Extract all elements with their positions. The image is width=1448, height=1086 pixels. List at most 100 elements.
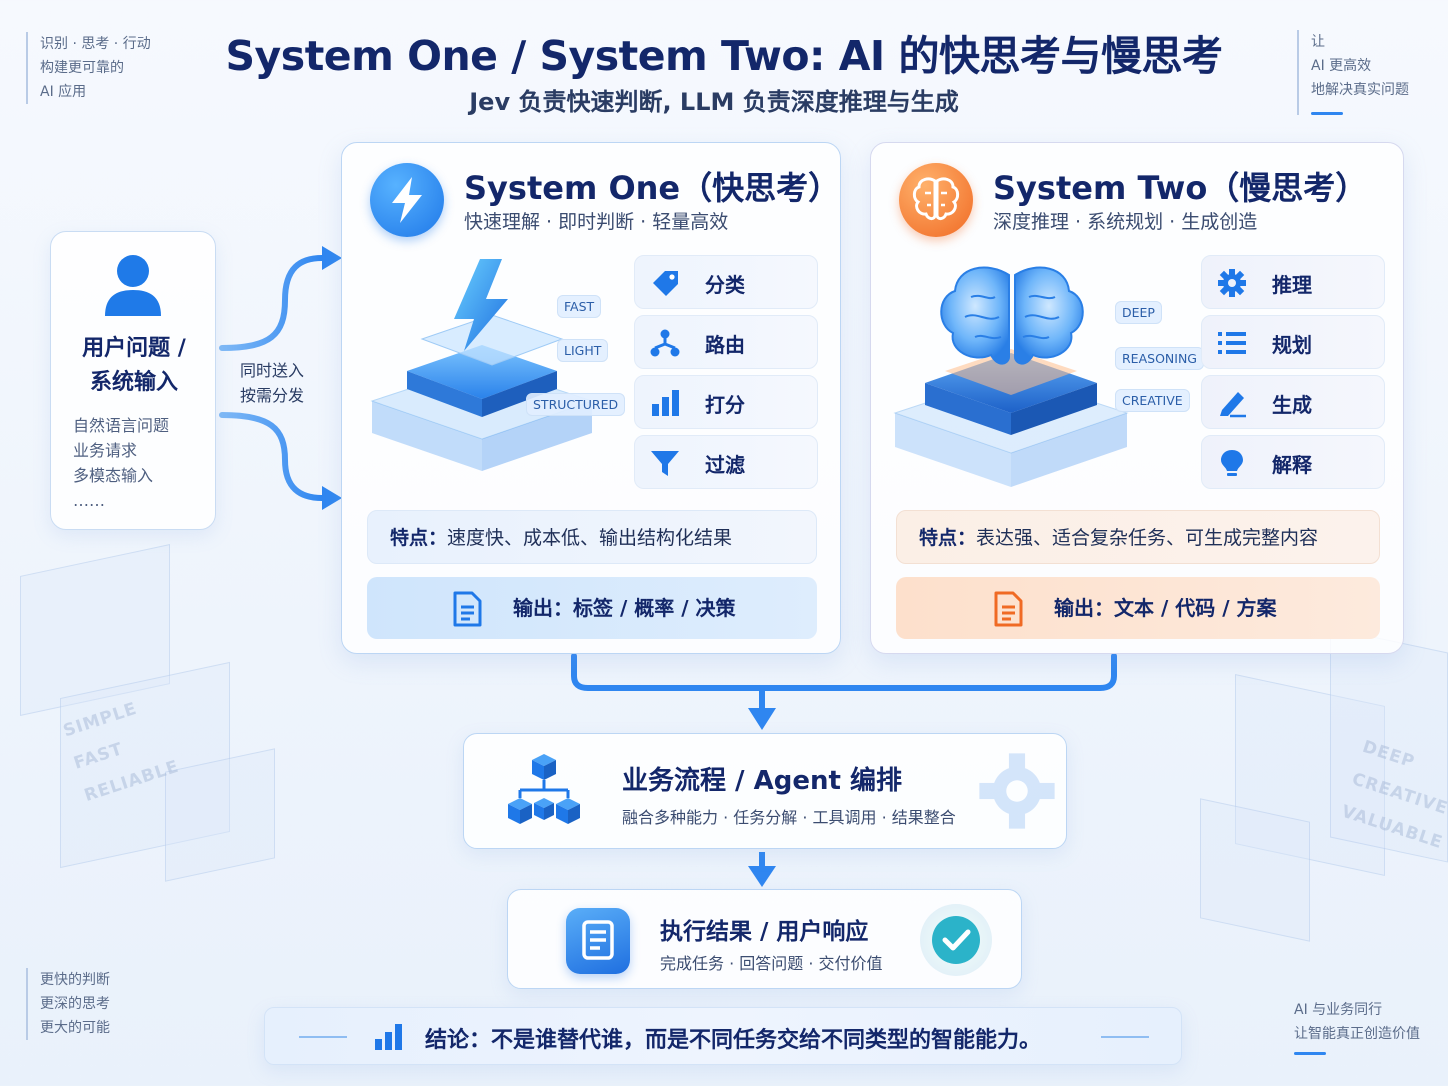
system-two-title: System Two（慢思考） [993, 169, 1368, 207]
divider [1101, 1036, 1149, 1038]
function-label: 打分 [705, 393, 745, 417]
tag-light: LIGHT [557, 339, 609, 362]
corner-note-line: AI 应用 [40, 84, 87, 100]
tag-icon [653, 271, 678, 296]
orchestration-card: 业务流程 / Agent 编排 融合多种能力 · 任务分解 · 工具调用 · 结… [463, 733, 1067, 849]
lightbulb-icon [1221, 450, 1243, 476]
function-label: 生成 [1272, 393, 1312, 417]
conclusion-text: 结论：不是谁替代谁，而是不同任务交给不同类型的智能能力。 [425, 1028, 1042, 1053]
system-one-output: 输出：标签 / 概率 / 决策 [367, 577, 817, 639]
tag-fast: FAST [557, 295, 602, 318]
corner-note-line: 让 [1311, 34, 1325, 50]
function-label: 规划 [1272, 333, 1312, 357]
document-icon [453, 591, 482, 627]
gear-icon [1218, 269, 1246, 297]
page-title: System One / System Two: AI 的快思考与慢思考 [225, 32, 1223, 80]
system-one-function-list: 分类 路由 打分 过滤 [634, 255, 818, 495]
feature-text: 速度快、成本低、输出结构化结果 [447, 527, 733, 549]
function-label: 路由 [705, 333, 745, 357]
feature-label: 特点： [919, 527, 977, 549]
gear-icon [979, 753, 1055, 829]
route-icon [650, 329, 680, 357]
result-title: 执行结果 / 用户响应 [660, 919, 869, 945]
result-card: 执行结果 / 用户响应 完成任务 · 回答问题 · 交付价值 [507, 889, 1022, 989]
corner-note-line: 地解决真实问题 [1311, 82, 1409, 98]
function-reasoning: 推理 [1201, 255, 1385, 309]
system-one-subtitle: 快速理解 · 即时判断 · 轻量高效 [464, 211, 729, 233]
function-planning: 规划 [1201, 315, 1385, 369]
corner-note-line: 让智能真正创造价值 [1294, 1026, 1420, 1042]
corner-note-line: 识别 · 思考 · 行动 [40, 36, 151, 52]
check-badge [920, 904, 992, 976]
filter-icon [651, 451, 679, 476]
system-one-panel: System One（快思考） 快速理解 · 即时判断 · 轻量高效 FAST … [341, 142, 841, 654]
dispatch-label-line: 同时送入 [240, 361, 305, 380]
accent-underline [1294, 1052, 1326, 1055]
conclusion-banner: 结论：不是谁替代谁，而是不同任务交给不同类型的智能能力。 [264, 1007, 1182, 1065]
system-one-badge [370, 163, 444, 237]
corner-note-bottom-left: 更快的判断 更深的思考 更大的可能 [26, 968, 110, 1040]
function-label: 推理 [1272, 273, 1312, 297]
user-input-title: 用户问题 / 系统输入 [51, 332, 217, 400]
function-route: 路由 [634, 315, 818, 369]
user-input-list: 自然语言问题 业务请求 多模态输入 …… [73, 413, 169, 513]
system-two-badge [899, 163, 973, 237]
divider [299, 1036, 347, 1038]
arrow-to-system-two [219, 412, 325, 501]
result-document-badge [566, 908, 630, 974]
function-generation: 生成 [1201, 375, 1385, 429]
feature-label: 特点： [390, 527, 448, 549]
orchestration-title: 业务流程 / Agent 编排 [622, 766, 902, 796]
system-one-features: 特点：速度快、成本低、输出结构化结果 [367, 510, 817, 564]
function-label: 过滤 [705, 453, 745, 477]
corner-note-line: 更快的判断 [40, 972, 110, 988]
user-input-title-line: 用户问题 / [82, 336, 186, 361]
tag-deep: DEEP [1115, 301, 1162, 324]
corner-note-line: 更深的思考 [40, 996, 110, 1012]
document-icon [994, 591, 1023, 627]
tag-creative: CREATIVE [1115, 389, 1190, 412]
system-two-subtitle: 深度推理 · 系统规划 · 生成创造 [993, 211, 1258, 233]
tag-structured: STRUCTURED [526, 393, 626, 416]
arrow-head [748, 708, 776, 730]
system-two-panel: System Two（慢思考） 深度推理 · 系统规划 · 生成创造 DEEP … [870, 142, 1404, 654]
list-icon [1218, 332, 1246, 354]
bar-chart-icon [652, 390, 679, 416]
system-one-illustration [370, 259, 594, 471]
dispatch-label-line: 按需分发 [240, 386, 305, 405]
arrow-head [748, 866, 776, 887]
user-input-title-line: 系统输入 [89, 370, 178, 395]
system-two-illustration [893, 266, 1129, 487]
user-icon [105, 255, 161, 316]
orchestration-subtitle: 融合多种能力 · 任务分解 · 工具调用 · 结果整合 [622, 808, 956, 827]
function-classify: 分类 [634, 255, 818, 309]
arrow-to-system-one [219, 255, 325, 351]
system-two-output: 输出：文本 / 代码 / 方案 [896, 577, 1380, 639]
corner-note-line: 构建更可靠的 [40, 60, 124, 76]
brain-icon [912, 177, 960, 221]
accent-underline [1311, 112, 1343, 115]
function-filter: 过滤 [634, 435, 818, 489]
hierarchy-cubes-icon [508, 754, 580, 824]
output-text: 输出：文本 / 代码 / 方案 [1054, 596, 1277, 620]
function-score: 打分 [634, 375, 818, 429]
list-item: 业务请求 [73, 441, 138, 460]
corner-note-line: 更大的可能 [40, 1020, 110, 1036]
arrow-head [322, 246, 342, 270]
page-subtitle: Jev 负责快速判断, LLM 负责深度推理与生成 [469, 88, 959, 116]
list-item: 多模态输入 [73, 466, 154, 485]
system-one-title: System One（快思考） [464, 169, 841, 207]
corner-note-line: AI 与业务同行 [1294, 1002, 1383, 1018]
corner-note-top-left: 识别 · 思考 · 行动 构建更可靠的 AI 应用 [26, 32, 151, 104]
corner-note-line: AI 更高效 [1311, 58, 1372, 74]
result-subtitle: 完成任务 · 回答问题 · 交付价值 [660, 954, 883, 973]
feature-text: 表达强、适合复杂任务、可生成完整内容 [976, 527, 1319, 549]
dispatch-label: 同时送入 按需分发 [240, 358, 304, 408]
list-item: 自然语言问题 [73, 416, 170, 435]
merge-connector [571, 653, 1117, 691]
lightning-icon [392, 177, 422, 223]
check-circle-icon [932, 916, 980, 964]
function-label: 分类 [705, 273, 745, 297]
system-two-function-list: 推理 规划 生成 解释 [1201, 255, 1385, 495]
function-label: 解释 [1272, 453, 1312, 477]
